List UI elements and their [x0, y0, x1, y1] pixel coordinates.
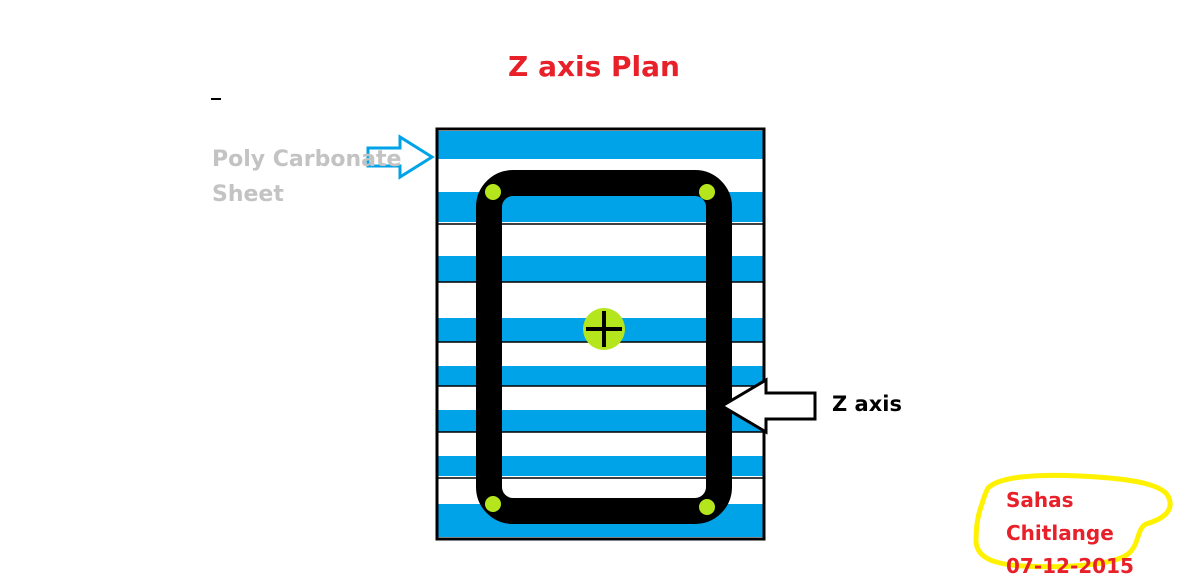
poly-carbonate-sheet-label: Poly Carbonate Sheet [212, 142, 401, 212]
sheet-stripe [438, 410, 763, 432]
sheet-border [435, 127, 766, 541]
outline-left-arrow-icon [719, 377, 817, 435]
corner-bolt-bottom-left [485, 496, 501, 512]
signature-date: 07-12-2015 [1006, 554, 1134, 578]
sheet-label-line-1: Poly Carbonate [212, 147, 402, 172]
sheet-stripe [438, 131, 763, 159]
corner-bolt-top-left [485, 184, 501, 200]
signature-name: Sahas Chitlange [1006, 488, 1114, 545]
z-axis-frame [476, 170, 732, 524]
diagram-title: Z axis Plan [508, 50, 680, 83]
crosshair-bolt-icon [583, 308, 625, 350]
stray-mark [211, 98, 221, 100]
signature-outline [973, 472, 1173, 570]
z-axis-label: Z axis [832, 392, 902, 416]
sheet-stripe [438, 366, 763, 386]
sheet-label-line-2: Sheet [212, 182, 284, 207]
corner-bolt-top-right [699, 184, 715, 200]
outline-right-arrow-icon [366, 134, 435, 180]
corner-bolt-bottom-right [699, 499, 715, 515]
signature-block: Sahas Chitlange 07-12-2015 [1006, 484, 1188, 583]
sheet-stripe [438, 456, 763, 476]
